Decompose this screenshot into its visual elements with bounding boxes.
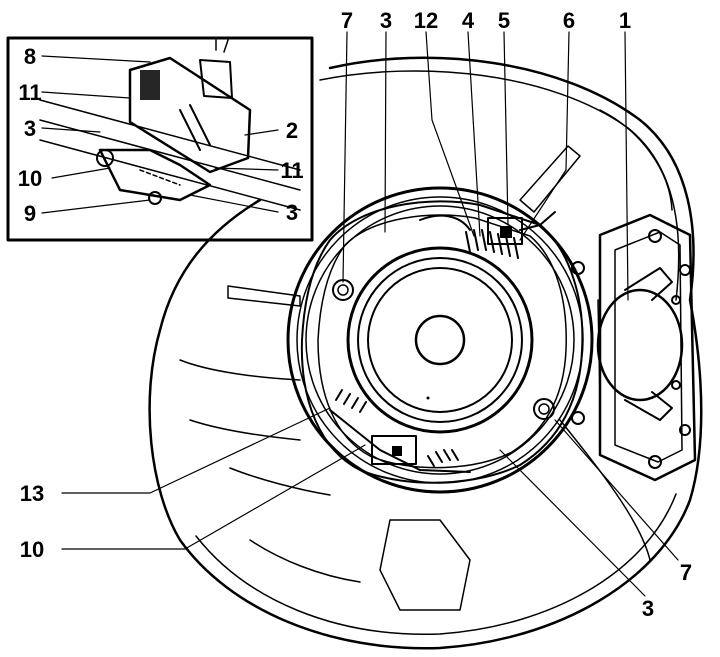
hold-down-spring-top bbox=[332, 279, 354, 301]
callout-12: 12 bbox=[414, 8, 438, 33]
inset-callout-3-right: 3 bbox=[286, 200, 298, 225]
callout-13: 13 bbox=[20, 481, 44, 506]
dust-shield bbox=[148, 56, 703, 650]
callout-7-top: 7 bbox=[341, 8, 353, 33]
callout-3-bottom: 3 bbox=[642, 596, 654, 621]
callout-numbers: 7 3 12 4 5 6 1 13 10 7 3 8 11 3 10 9 2 1… bbox=[18, 8, 692, 621]
inset-callout-10: 10 bbox=[18, 166, 42, 191]
callout-6: 6 bbox=[563, 8, 575, 33]
leader-lines bbox=[41, 31, 679, 597]
upper-spring-adjuster bbox=[419, 211, 556, 259]
inset-callout-2: 2 bbox=[286, 118, 298, 143]
callout-3-top: 3 bbox=[380, 8, 392, 33]
callout-5: 5 bbox=[498, 8, 510, 33]
inset-callout-11-right: 11 bbox=[280, 158, 303, 183]
callout-10-main: 10 bbox=[20, 537, 44, 562]
drum-assembly bbox=[286, 186, 594, 494]
inset-detail bbox=[6, 36, 314, 242]
callout-4: 4 bbox=[462, 8, 475, 33]
brake-caliper bbox=[571, 213, 697, 482]
inset-callout-11-left: 11 bbox=[18, 80, 41, 105]
hold-down-spring-bottom bbox=[533, 398, 555, 420]
lower-spring-adjuster bbox=[329, 389, 471, 473]
callout-1: 1 bbox=[619, 8, 631, 33]
inset-callout-8: 8 bbox=[24, 44, 36, 69]
inset-callout-9: 9 bbox=[24, 201, 36, 226]
inset-callout-3-left: 3 bbox=[24, 116, 36, 141]
callout-7-bottom: 7 bbox=[680, 560, 692, 585]
